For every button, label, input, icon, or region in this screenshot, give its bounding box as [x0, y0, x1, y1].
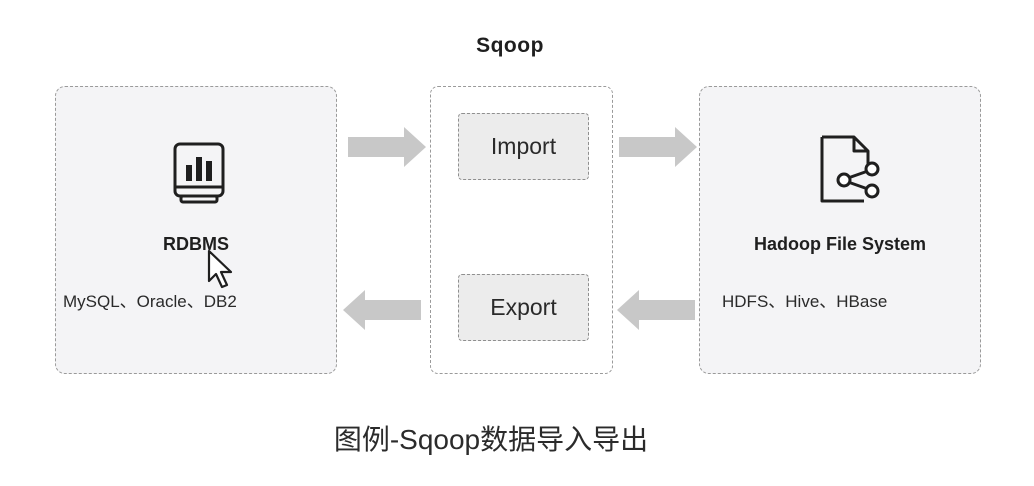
- figure-caption-text: 图例-Sqoop数据导入导出: [333, 424, 649, 455]
- hadoop-label: Hadoop File System: [753, 234, 927, 254]
- rdbms-panel: [55, 86, 337, 374]
- rdbms-examples: MySQL、Oracle、DB2: [63, 292, 237, 311]
- file-share-icon: [820, 135, 880, 203]
- arrow-left-export-out: [343, 290, 421, 330]
- arrow-left-export-in: [617, 290, 695, 330]
- export-box: Export: [458, 274, 589, 341]
- arrow-right-import-in: [348, 127, 426, 167]
- rdbms-label: RDBMS: [163, 234, 229, 254]
- arrow-right-import-out: [619, 127, 697, 167]
- diagram-title: Sqoop: [476, 34, 544, 57]
- figure-caption: 图例-Sqoop数据导入导出: [0, 418, 1034, 458]
- mouse-cursor-icon: [207, 249, 233, 289]
- export-label: Export: [490, 294, 557, 320]
- database-chart-icon: [173, 142, 225, 204]
- import-label: Import: [490, 133, 557, 159]
- import-box: Import: [458, 113, 589, 180]
- hadoop-panel: [699, 86, 981, 374]
- hadoop-examples: HDFS、Hive、HBase: [722, 292, 888, 311]
